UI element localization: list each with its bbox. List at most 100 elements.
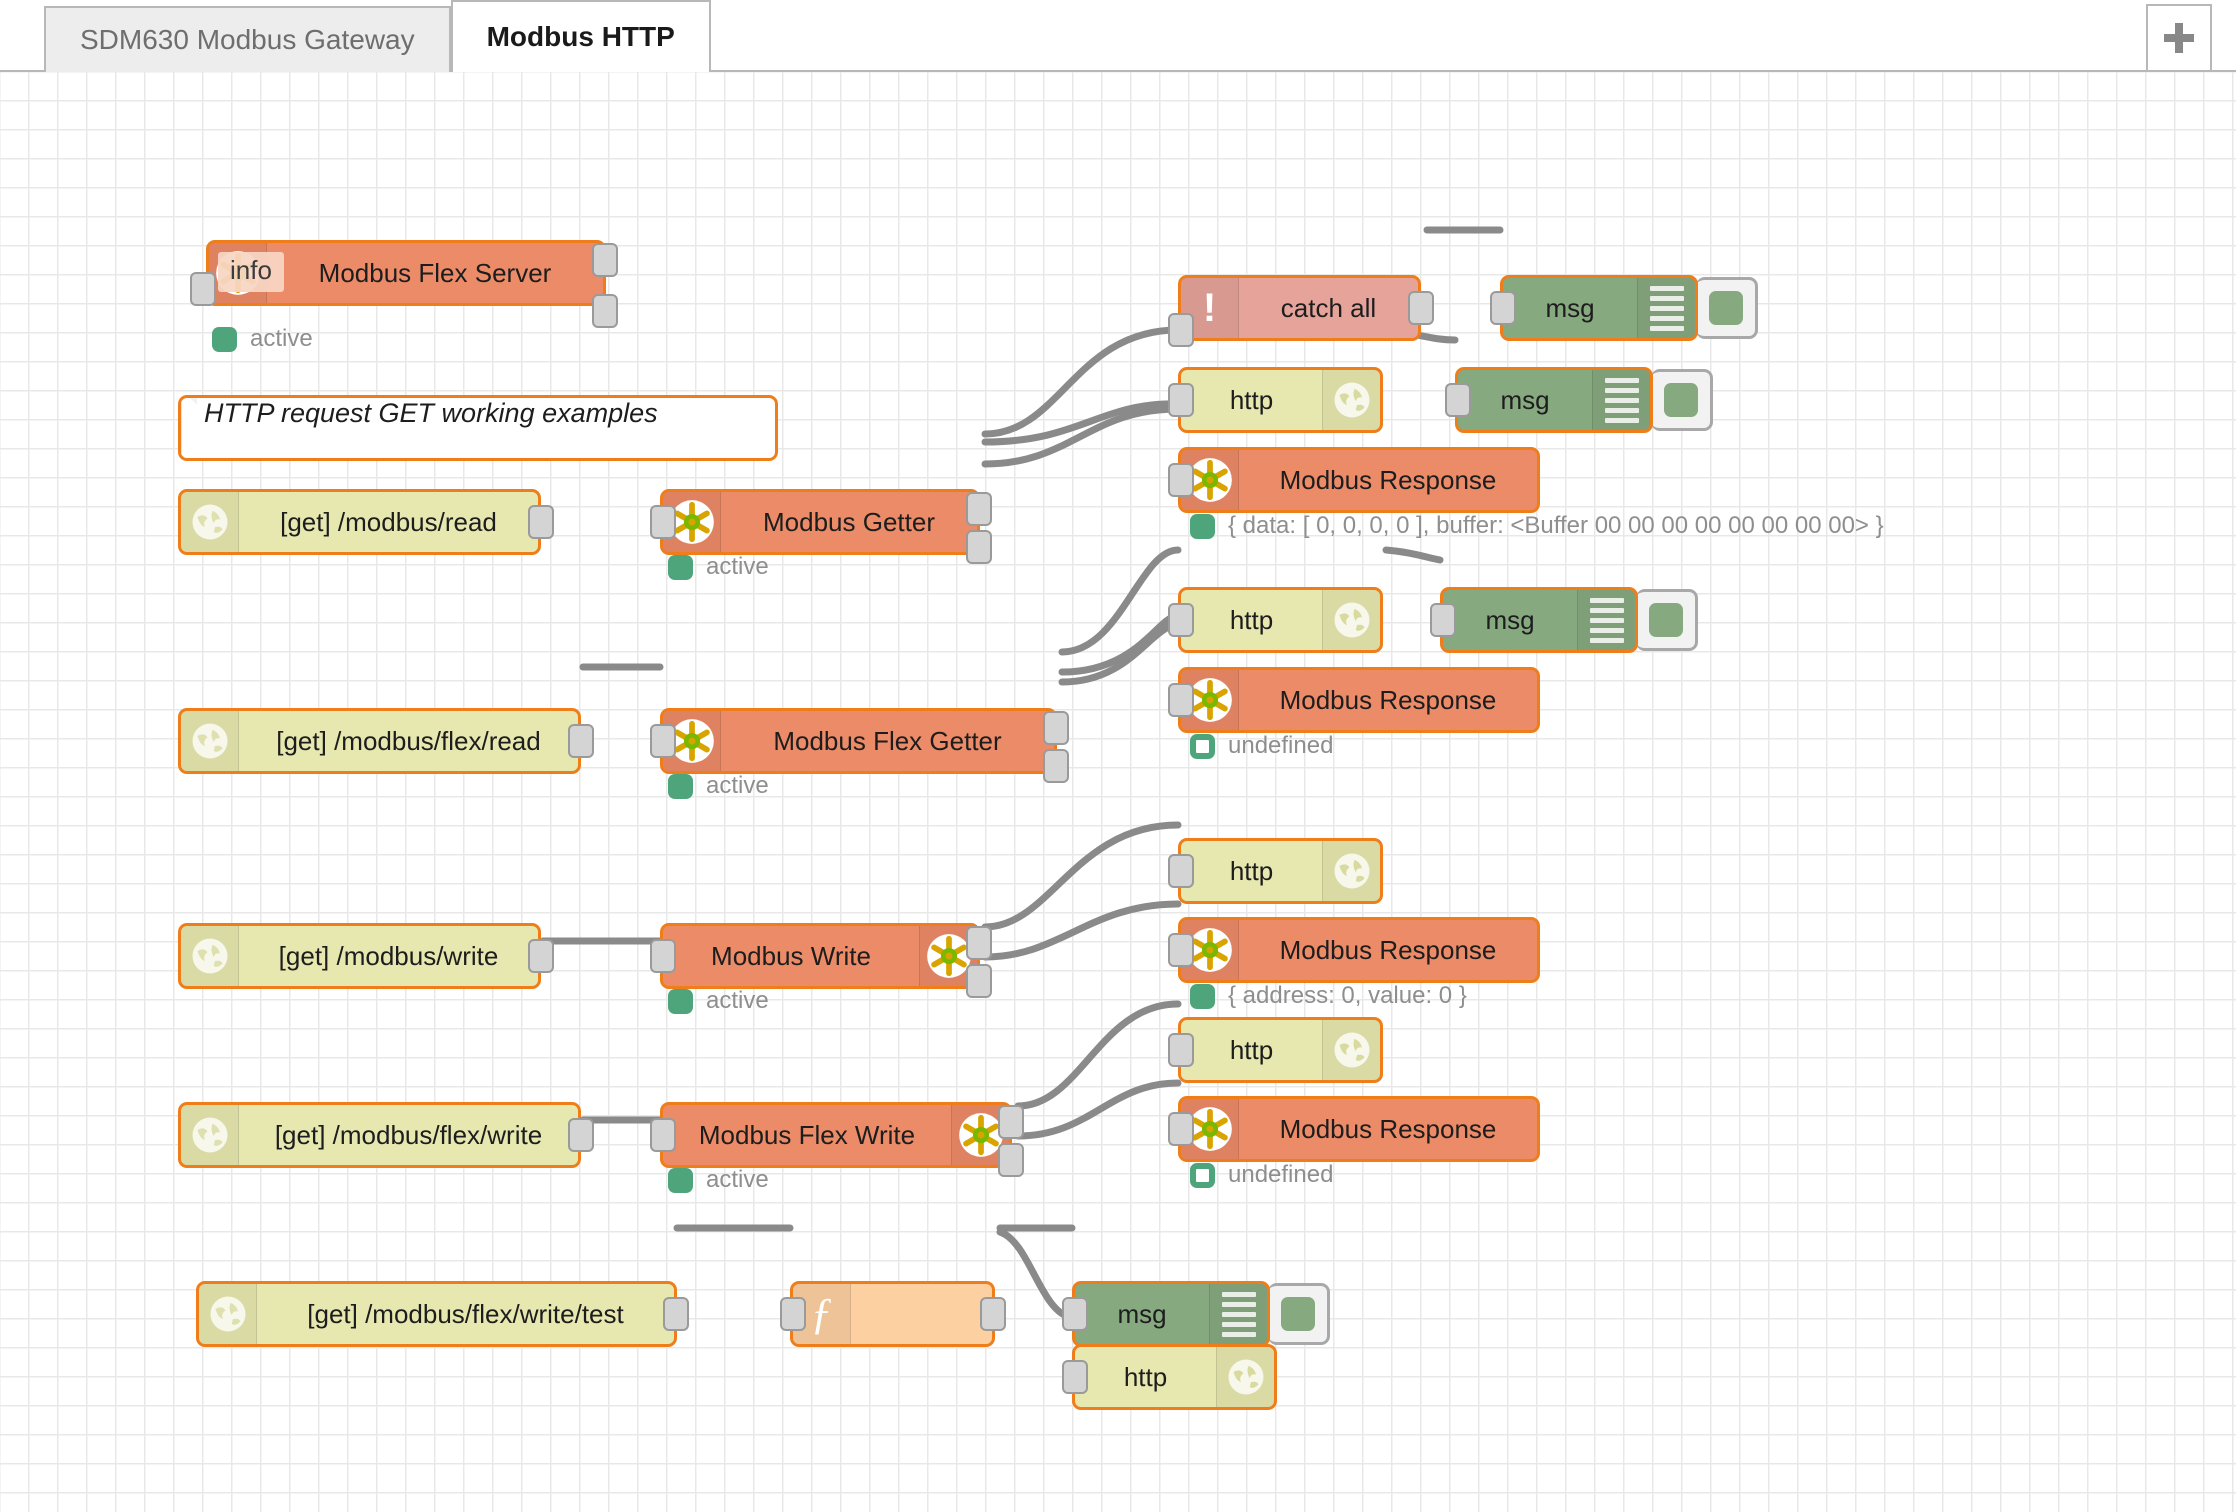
- status-dot: [1190, 733, 1215, 759]
- port-input[interactable]: [1168, 463, 1194, 497]
- port-input[interactable]: [650, 939, 676, 973]
- status-modbus-flex-server: active: [212, 325, 313, 353]
- tab-modbus-http[interactable]: Modbus HTTP: [450, 0, 711, 72]
- status-modbus-flex-write: active: [668, 1166, 769, 1194]
- tab-label: Modbus HTTP: [486, 21, 675, 52]
- port-input[interactable]: [1490, 291, 1516, 325]
- debug-toggle-button[interactable]: [1651, 369, 1713, 431]
- port-output-2[interactable]: [966, 964, 992, 998]
- port-output-1[interactable]: [592, 243, 618, 277]
- port-output[interactable]: [528, 505, 554, 539]
- status-modbus-response-read: { data: [ 0, 0, 0, 0 ], buffer: <Buffer …: [1190, 512, 1884, 540]
- node-http-in-modbus-write[interactable]: [get] /modbus/write: [178, 923, 541, 989]
- port-output-1[interactable]: [966, 926, 992, 960]
- port-input[interactable]: [1430, 603, 1456, 637]
- port-input[interactable]: [650, 724, 676, 758]
- node-label: Modbus Flex Server: [318, 257, 552, 288]
- node-modbus-flex-write[interactable]: Modbus Flex Write: [660, 1102, 1012, 1168]
- port-output[interactable]: [980, 1297, 1006, 1331]
- flow-canvas[interactable]: Modbus Flex Server active info HTTP requ…: [0, 72, 2236, 1512]
- port-output[interactable]: [568, 1118, 594, 1152]
- status-dot: [1190, 983, 1215, 1009]
- flow-tab-bar: SDM630 Modbus Gateway Modbus HTTP: [0, 0, 2236, 72]
- node-http-in-modbus-read[interactable]: [get] /modbus/read: [178, 489, 541, 555]
- modbus-icon: [1181, 1099, 1239, 1159]
- node-modbus-response-write[interactable]: Modbus Response: [1178, 917, 1540, 983]
- port-output-1[interactable]: [1043, 711, 1069, 745]
- plus-icon: [2164, 23, 2194, 53]
- node-debug-test[interactable]: msg: [1072, 1281, 1270, 1347]
- status-text: active: [706, 1166, 769, 1193]
- node-comment[interactable]: HTTP request GET working examples: [178, 395, 778, 461]
- node-label: [get] /modbus/flex/write/test: [307, 1298, 624, 1329]
- status-modbus-write: active: [668, 987, 769, 1015]
- port-output-2[interactable]: [998, 1143, 1024, 1177]
- node-label: http: [1229, 1034, 1274, 1065]
- port-output[interactable]: [663, 1297, 689, 1331]
- node-label: msg: [1545, 292, 1595, 323]
- port-input[interactable]: [650, 1118, 676, 1152]
- port-input[interactable]: [1168, 383, 1194, 417]
- debug-toggle-button[interactable]: [1696, 277, 1758, 339]
- port-input[interactable]: [1168, 933, 1194, 967]
- node-label: Modbus Response: [1279, 684, 1497, 715]
- node-label: http: [1229, 604, 1274, 635]
- node-label: catch all: [1280, 292, 1377, 323]
- debug-toggle-button[interactable]: [1268, 1283, 1330, 1345]
- status-dot: [668, 773, 693, 799]
- port-input[interactable]: [1168, 854, 1194, 888]
- debug-toggle-indicator: [1280, 1297, 1315, 1331]
- tab-sdm630-modbus-gateway[interactable]: SDM630 Modbus Gateway: [44, 6, 451, 72]
- node-label: Modbus Flex Write: [698, 1119, 916, 1150]
- status-text: active: [706, 772, 769, 799]
- status-text: { address: 0, value: 0 }: [1228, 982, 1467, 1009]
- port-output-1[interactable]: [966, 492, 992, 526]
- node-label: HTTP request GET working examples: [204, 398, 658, 428]
- node-modbus-response-read[interactable]: Modbus Response: [1178, 447, 1540, 513]
- node-http-response-write[interactable]: http: [1178, 838, 1383, 904]
- port-input[interactable]: [1168, 603, 1194, 637]
- port-output-1[interactable]: [998, 1105, 1024, 1139]
- node-modbus-response-flex-write[interactable]: Modbus Response: [1178, 1096, 1540, 1162]
- port-output[interactable]: [1408, 291, 1434, 325]
- port-input[interactable]: [1445, 383, 1471, 417]
- add-tab-button[interactable]: [2146, 4, 2212, 70]
- node-modbus-write[interactable]: Modbus Write: [660, 923, 980, 989]
- port-output[interactable]: [568, 724, 594, 758]
- debug-toggle-button[interactable]: [1636, 589, 1698, 651]
- node-http-response-read[interactable]: http: [1178, 367, 1383, 433]
- port-output-2[interactable]: [1043, 749, 1069, 783]
- port-output[interactable]: [528, 939, 554, 973]
- port-output-2[interactable]: [966, 530, 992, 564]
- node-modbus-flex-getter[interactable]: Modbus Flex Getter: [660, 708, 1057, 774]
- node-debug-read[interactable]: msg: [1455, 367, 1653, 433]
- debug-icon: [1209, 1284, 1267, 1344]
- port-output-2[interactable]: [592, 294, 618, 328]
- port-input[interactable]: [1168, 683, 1194, 717]
- debug-icon: [1637, 278, 1695, 338]
- port-input[interactable]: [1168, 1033, 1194, 1067]
- node-http-in-modbus-flex-write[interactable]: [get] /modbus/flex/write: [178, 1102, 581, 1168]
- status-text: undefined: [1228, 1161, 1334, 1188]
- node-debug-catch[interactable]: msg: [1500, 275, 1698, 341]
- node-http-in-flex-write-test[interactable]: [get] /modbus/flex/write/test: [196, 1281, 677, 1347]
- node-modbus-getter[interactable]: Modbus Getter: [660, 489, 980, 555]
- node-function[interactable]: ƒ: [790, 1281, 995, 1347]
- node-http-response-flex-read[interactable]: http: [1178, 587, 1383, 653]
- port-input[interactable]: [1168, 313, 1194, 347]
- port-input[interactable]: [190, 272, 216, 306]
- node-modbus-response-flex-read[interactable]: Modbus Response: [1178, 667, 1540, 733]
- node-debug-flex-read[interactable]: msg: [1440, 587, 1638, 653]
- node-http-response-test[interactable]: http: [1072, 1344, 1277, 1410]
- port-input[interactable]: [1062, 1297, 1088, 1331]
- node-catch-all[interactable]: ! catch all: [1178, 275, 1421, 341]
- port-input[interactable]: [1168, 1112, 1194, 1146]
- status-dot: [668, 1167, 693, 1193]
- node-http-response-flex-write[interactable]: http: [1178, 1017, 1383, 1083]
- node-http-in-modbus-flex-read[interactable]: [get] /modbus/flex/read: [178, 708, 581, 774]
- port-input[interactable]: [780, 1297, 806, 1331]
- port-input[interactable]: [1062, 1360, 1088, 1394]
- port-input[interactable]: [650, 505, 676, 539]
- modbus-icon: [1181, 670, 1239, 730]
- node-label: Modbus Response: [1279, 934, 1497, 965]
